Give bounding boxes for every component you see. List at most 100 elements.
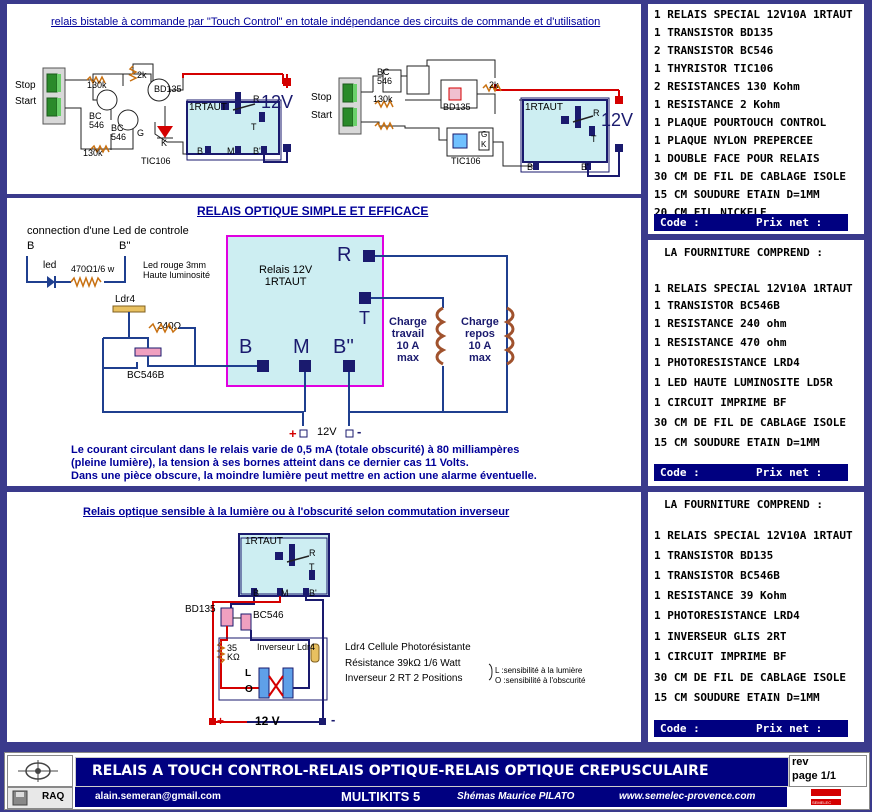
list-item: 15 CM SOUDURE ETAIN D=1MM	[654, 691, 820, 704]
relay-t-pin: T	[251, 122, 257, 132]
bd135-label: BD135	[154, 84, 182, 94]
bc546-label-bottom: BC546	[253, 610, 284, 621]
relay-m-pin: M	[227, 146, 235, 156]
bd135-label-2: BD135	[443, 102, 471, 112]
semelec-logo-icon	[811, 789, 841, 805]
list-item: 1 DOUBLE FACE POUR RELAIS	[654, 152, 820, 165]
code-label: Code :	[660, 722, 700, 735]
relay-label-left: 1RTAUT	[189, 102, 227, 113]
multikits-label: MULTIKITS 5	[341, 789, 421, 804]
pin-b-label: B	[239, 336, 253, 358]
list-item: 1 THYRISTOR TIC106	[654, 62, 774, 75]
bc546-label-2: BC 546	[377, 67, 393, 86]
list-item: 1 PHOTORESISTANCE LRD4	[654, 609, 800, 622]
relay-b-pin-2: B	[527, 162, 534, 172]
led-connection-label: connection d'une Led de controle	[27, 225, 189, 237]
list-item: 2 TRANSISTOR BC546	[654, 44, 774, 57]
code-price-bar-1: Code : Prix net :	[654, 214, 848, 231]
rev-label: rev	[792, 756, 809, 768]
r2k-label: 2k	[137, 70, 147, 80]
touch-control-title: relais bistable à commande par "Touch Co…	[51, 16, 601, 28]
parts-list-2-items: 1 RELAIS SPECIAL 12V10A 1RTAUT 1 TRANSIS…	[648, 280, 864, 453]
list-item: 30 CM DE FIL DE CABLAGE ISOLE	[654, 671, 847, 684]
relay-t-bottom: T	[309, 562, 315, 572]
r240-label: 240Ω	[157, 321, 182, 332]
rev-box: rev page 1/1	[789, 755, 867, 787]
crosshair-logo-icon	[18, 760, 58, 782]
g-label: G	[137, 128, 145, 138]
list-item: 1 PHOTORESISTANCE LRD4	[654, 356, 800, 369]
tic106-label-2: TIC106	[451, 156, 481, 166]
list-item: 1 RESISTANCE 39 Kohm	[654, 589, 787, 602]
optical-relay-schematic	[26, 235, 515, 438]
minus-terminal: -	[357, 424, 362, 439]
list-item: 1 PLAQUE POURTOUCH CONTROL	[654, 116, 827, 129]
light-sensitivity-note: L :sensibilité à la lumière	[495, 666, 583, 675]
list-item: 1 TRANSISTOR BC546B	[654, 569, 780, 582]
r470-label: 470Ω1/6 w	[71, 264, 115, 274]
bc546-label-a: BC 546	[89, 111, 105, 130]
title-block: RAQ RELAIS A TOUCH CONTROL-RELAIS OPTIQU…	[4, 752, 870, 810]
start-label: Start	[15, 96, 37, 107]
bc546-label-b: BC 546	[111, 123, 127, 142]
website-link[interactable]: www.semelec-provence.com	[619, 791, 756, 802]
relay-b-bottom: B	[253, 588, 260, 598]
pin-t-label: T	[359, 308, 370, 328]
v12-label-left: 12V	[261, 92, 294, 112]
charge-travail-label: Charge travail 10 A max	[389, 316, 427, 364]
raq-box: RAQ	[7, 787, 73, 809]
list-item: 1 RESISTANCE 470 ohm	[654, 336, 787, 349]
dark-sensitivity-note: O :sensibilité à l'obscurité	[495, 676, 586, 685]
pin-bpp-label: B''	[333, 336, 354, 358]
stop-label-2: Stop	[311, 92, 332, 103]
list-item: 1 TRANSISTOR BD135	[654, 549, 774, 562]
list-item: 1 LED HAUTE LUMINOSITE LD5R	[654, 376, 833, 389]
light-dark-relay-panel: Relais optique sensible à la lumière ou …	[7, 492, 641, 742]
relay-bpp-pin: B'	[253, 146, 261, 156]
light-dark-relay-title: Relais optique sensible à la lumière ou …	[83, 506, 510, 518]
o-position-label: O	[245, 684, 253, 695]
relay-r-pin: R	[253, 94, 260, 104]
relay-label-right: 1RTAUT	[525, 102, 563, 113]
relay-r-bottom: R	[309, 548, 316, 558]
page-label: page 1/1	[792, 770, 837, 782]
description-line-1: Le courant circulant dans le relais vari…	[71, 444, 520, 456]
list-item: 1 RELAIS SPECIAL 12V10A 1RTAUT	[654, 282, 853, 295]
semelec-logo: SEMELEC	[803, 787, 851, 807]
charge-repos-label: Charge repos 10 A max	[461, 316, 499, 364]
list-item: 30 CM DE FIL DE CABLAGE ISOLE	[654, 170, 847, 183]
v12-label: 12V	[317, 426, 337, 438]
parts-list-1-items: 1 RELAIS SPECIAL 12V10A 1RTAUT 1 TRANSIS…	[648, 6, 864, 222]
g-label-2: G	[481, 130, 488, 139]
list-item: 1 RELAIS SPECIAL 12V10A 1RTAUT	[654, 529, 853, 542]
pin-m-label: M	[293, 336, 310, 358]
description-line-2: (pleine lumière), la tension à ses borne…	[71, 457, 469, 469]
email-link[interactable]: alain.semeran@gmail.com	[95, 791, 221, 802]
ldr4-note: Ldr4 Cellule Photorésistante	[345, 642, 471, 653]
parts-list-3: LA FOURNITURE COMPREND : 1 RELAIS SPECIA…	[648, 492, 864, 742]
main-title-bar: RELAIS A TOUCH CONTROL-RELAIS OPTIQUE-RE…	[75, 757, 789, 787]
r130-label-2: 130k	[373, 94, 393, 104]
parts-list-3-items: 1 RELAIS SPECIAL 12V10A 1RTAUT 1 TRANSIS…	[648, 526, 864, 708]
parts-list-2: LA FOURNITURE COMPREND : 1 RELAIS SPECIA…	[648, 240, 864, 486]
price-label: Prix net :	[756, 216, 823, 229]
list-item: 30 CM DE FIL DE CABLAGE ISOLE	[654, 416, 847, 429]
list-item: 1 INVERSEUR GLIS 2RT	[654, 630, 787, 643]
list-item: 1 RESISTANCE 240 ohm	[654, 317, 787, 330]
l-position-label: L	[245, 668, 252, 679]
b-terminal-label: B	[27, 240, 35, 252]
price-label: Prix net :	[756, 722, 823, 735]
r2k-label-2: 2k	[489, 80, 499, 90]
credits-bar: alain.semeran@gmail.com MULTIKITS 5 Shém…	[75, 787, 787, 807]
list-item: 15 CM SOUDURE ETAIN D=1MM	[654, 436, 820, 449]
relay-m-bottom: M	[281, 588, 289, 598]
plus-terminal: +	[289, 426, 297, 441]
k-label: K	[161, 138, 168, 148]
plus-terminal-bottom: +	[217, 714, 225, 728]
code-price-bar-3: Code : Prix net :	[654, 720, 848, 737]
ldr4-label-bottom: Ldr4	[297, 642, 316, 652]
code-label: Code :	[660, 216, 700, 229]
touch-control-schematic	[42, 59, 623, 177]
relay-b-pin: B	[197, 146, 204, 156]
minus-terminal-bottom: -	[331, 712, 336, 727]
